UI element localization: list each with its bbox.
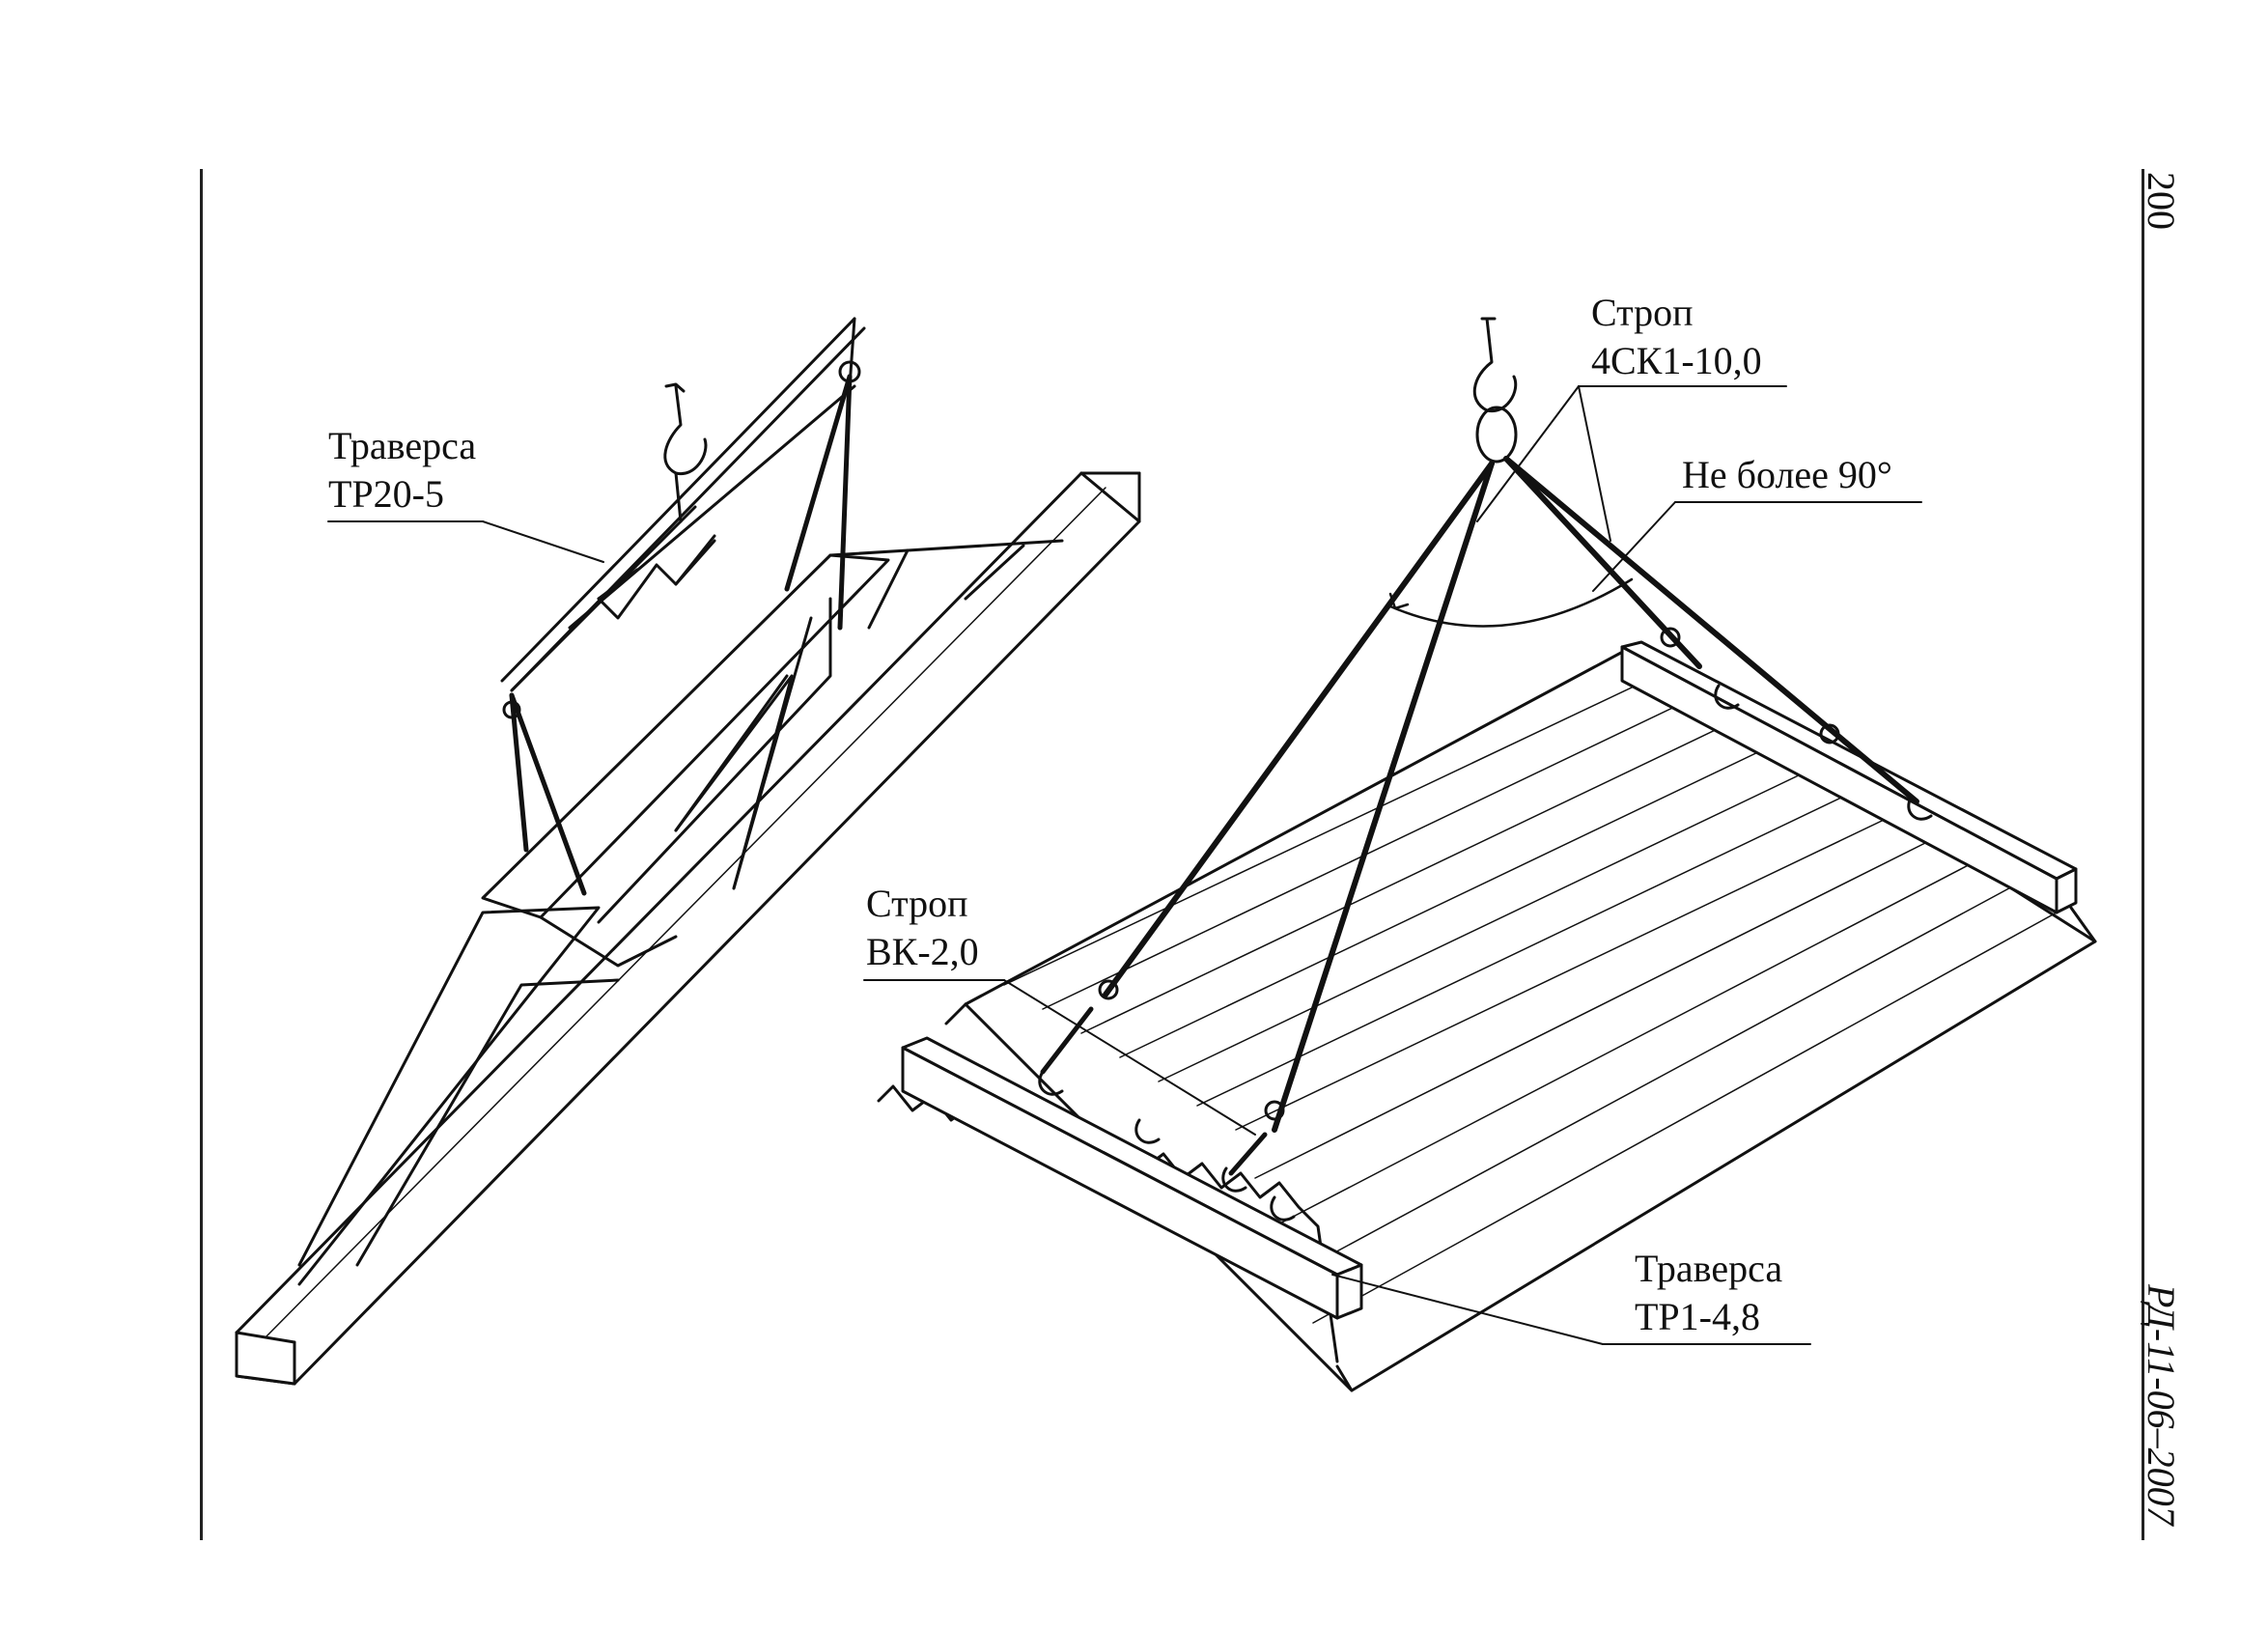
sling-bottom-title: Строп: [866, 882, 968, 925]
right-margin-rule: [2142, 169, 2144, 1540]
traverse-left-title: Траверса: [328, 424, 477, 467]
angle-note: Не более 90°: [1682, 453, 1892, 496]
right-traverse-back: [1620, 640, 2078, 914]
leader-lines: [327, 385, 1922, 1345]
sling-vk-2-0: [1040, 1006, 1268, 1176]
sling-top-model: 4СК1-10,0: [1591, 339, 1762, 382]
right-traverse-front-tr1-4-8: [901, 1036, 1363, 1320]
left-traverse-tr20-5: [500, 317, 866, 896]
traverse-right-model: ТР1-4,8: [1635, 1295, 1760, 1338]
left-beam-frame: [235, 471, 1141, 1386]
traverse-right-title: Траверса: [1635, 1247, 1783, 1290]
traverse-left-model: ТР20-5: [328, 472, 444, 516]
right-deck-panel: [877, 645, 2097, 1392]
left-margin-rule: [200, 169, 203, 1540]
sling-top-title: Строп: [1591, 291, 1694, 334]
right-slings-4sk1-10-0: [1098, 317, 1919, 1133]
angle-arc: [1388, 577, 1634, 628]
sling-bottom-model: ВК-2,0: [866, 930, 979, 973]
